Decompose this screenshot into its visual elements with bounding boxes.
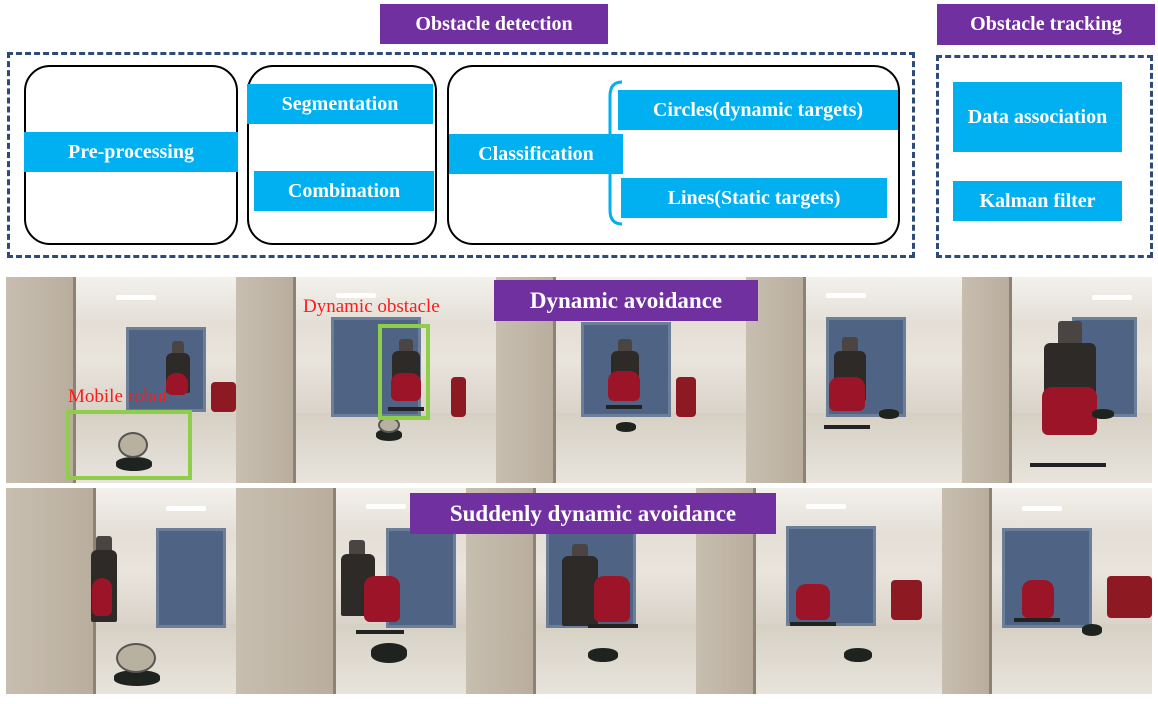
obstacle-tracking-title: Obstacle tracking	[937, 4, 1155, 45]
mobile-robot-label: Mobile robot	[68, 386, 168, 407]
circles-box: Circles(dynamic targets)	[618, 90, 898, 130]
photo-row1-frame5	[922, 277, 1152, 483]
kalman-filter-box: Kalman filter	[953, 181, 1122, 221]
classification-box: Classification	[449, 134, 623, 174]
preprocessing-box: Pre-processing	[24, 132, 238, 172]
photo-row1-frame1	[6, 277, 236, 483]
classification-bracket	[601, 80, 623, 226]
photo-row2-frame1	[6, 488, 236, 694]
tracking-dashed-box	[936, 55, 1153, 258]
lines-box: Lines(Static targets)	[621, 178, 887, 218]
photo-row1-frame2	[236, 277, 466, 483]
data-association-box: Data association	[953, 82, 1122, 152]
obstacle-detection-title: Obstacle detection	[380, 4, 608, 44]
dynamic-avoidance-label: Dynamic avoidance	[494, 280, 758, 321]
segmentation-box: Segmentation	[247, 84, 433, 124]
mobile-robot-box	[66, 410, 192, 480]
dynamic-obstacle-label: Dynamic obstacle	[303, 296, 440, 317]
detection-dashed-box	[7, 52, 915, 258]
dynamic-obstacle-box	[378, 324, 430, 420]
photo-row2-frame5	[922, 488, 1152, 694]
photo-row1-frame4	[696, 277, 922, 483]
combination-box: Combination	[254, 171, 434, 211]
suddenly-dynamic-avoidance-label: Suddenly dynamic avoidance	[410, 493, 776, 534]
